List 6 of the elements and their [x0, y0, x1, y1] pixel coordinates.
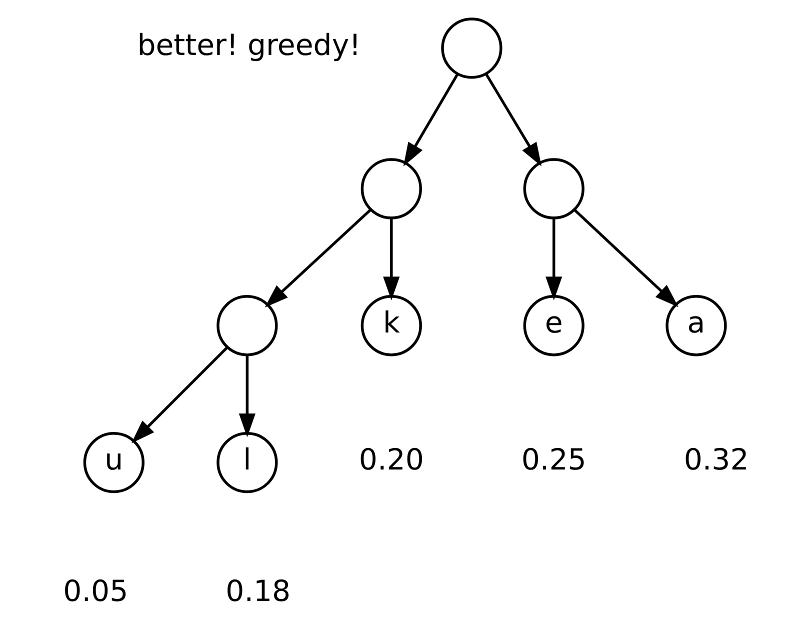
- label: better! greedy!: [136, 28, 360, 62]
- node-label: 0.20: [358, 442, 424, 476]
- node-label: 0.18: [225, 574, 290, 608]
- node-label: 0.25: [520, 442, 586, 476]
- node-label: 0.05: [62, 574, 128, 608]
- node-label: 0.32: [683, 442, 748, 476]
